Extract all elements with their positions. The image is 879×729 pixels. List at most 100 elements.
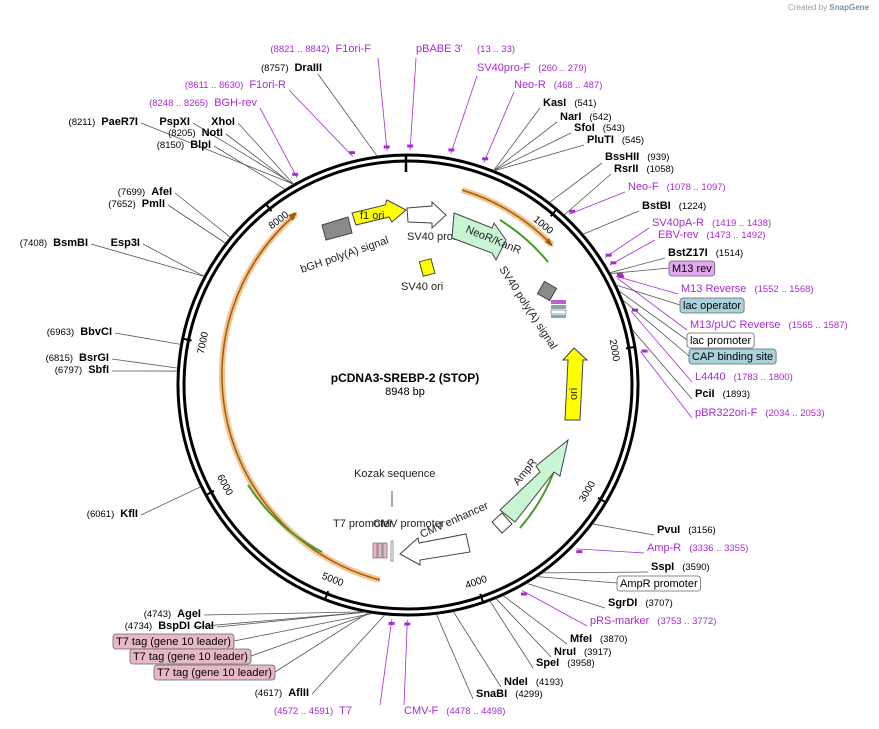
primer-mark-f1ori-f (383, 145, 390, 149)
site-agei[interactable]: AgeI (177, 608, 201, 620)
feature-neor[interactable]: NeoR/KanR (451, 212, 523, 262)
primer-leader-prs-marker (521, 590, 588, 627)
site-clai[interactable]: ClaI (194, 620, 214, 632)
primer-neo-f[interactable]: Neo-F (628, 181, 659, 193)
site-blpi[interactable]: BlpI (190, 139, 211, 151)
site-bbvci[interactable]: BbvCI (80, 326, 112, 338)
site-rsrii[interactable]: RsrII (614, 163, 638, 175)
badge-t7-tag-gene-10-leader-6[interactable]: T7 tag (gene 10 leader) (129, 648, 252, 665)
badge-label: T7 tag (gene 10 leader) (157, 667, 272, 679)
primer-mark-ebv-rev (610, 261, 617, 265)
primer-m13-reverse[interactable]: M13 Reverse (681, 283, 746, 295)
site-xhoi[interactable]: XhoI (211, 116, 235, 128)
site-afei[interactable]: AfeI (151, 186, 172, 198)
primer-pos-pbabe-3: (13 .. 33) (477, 44, 515, 55)
primer-pbabe-3[interactable]: pBABE 3' (416, 43, 463, 55)
site-bstbi[interactable]: BstBI (642, 200, 671, 212)
site-pluti[interactable]: PluTI (587, 134, 614, 146)
primer-sv40pro-f[interactable]: SV40pro-F (477, 62, 530, 74)
primer-l4440[interactable]: L4440 (695, 371, 726, 383)
feature-cmv-enhancer[interactable]: CMV enhancer (399, 500, 491, 566)
site-pcii[interactable]: PciI (695, 388, 715, 400)
primer-t7[interactable]: T7 (339, 705, 352, 717)
site-snabi[interactable]: SnaBI (476, 688, 507, 700)
site-bspdi[interactable]: BspDI (158, 620, 190, 632)
primer-leader-neo-f (569, 191, 626, 215)
site-nrui[interactable]: NruI (554, 646, 576, 658)
site-pspxi[interactable]: PspXI (159, 116, 190, 128)
site-pos-paer7i: (8211) (69, 117, 96, 128)
badge-t7-tag-gene-10-leader-7[interactable]: T7 tag (gene 10 leader) (153, 664, 276, 681)
badge-lac-operator-1[interactable]: lac operator (679, 297, 745, 314)
feature-bgh-polya[interactable]: bGH poly(A) signal (299, 216, 390, 276)
feature-ampr-promoter[interactable] (491, 512, 513, 534)
site-pos-bsmbi: (7408) (20, 238, 47, 249)
primer-amp-r[interactable]: Amp-R (647, 542, 681, 554)
site-kasi[interactable]: KasI (543, 97, 566, 109)
badge-leader (233, 612, 374, 642)
badge-lac-promoter-2[interactable]: lac promoter (686, 332, 755, 349)
site-spei[interactable]: SpeI (536, 657, 559, 669)
site-sbfi[interactable]: SbfI (88, 364, 109, 376)
tick-mark-2000 (625, 345, 636, 350)
site-pmli[interactable]: PmlI (142, 198, 165, 210)
site-leader-mfei (502, 595, 568, 645)
site-mfei[interactable]: MfeI (570, 633, 592, 645)
site-bsmbi[interactable]: BsmBI (53, 237, 88, 249)
site-kfli[interactable]: KflI (120, 508, 138, 520)
site-bsrgi[interactable]: BsrGI (79, 352, 109, 364)
site-sgrdi[interactable]: SgrDI (608, 597, 637, 609)
feature-sv40-polya[interactable]: SV40 poly(A) signal (496, 264, 559, 352)
site-leader-esp3i (142, 243, 205, 277)
feature-t7-cluster[interactable] (372, 540, 394, 562)
site-aflii[interactable]: AflII (288, 687, 309, 699)
site-bstz17i[interactable]: BstZ17I (668, 247, 708, 259)
primer-ebv-rev[interactable]: EBV-rev (658, 229, 699, 241)
site-bsshii[interactable]: BssHII (605, 151, 639, 163)
site-sfoi[interactable]: SfoI (574, 122, 595, 134)
badge-leader (618, 290, 688, 341)
primer-mark-pbr322ori-f (641, 349, 648, 353)
badge-leader (536, 576, 618, 584)
site-paer7i[interactable]: PaeR7I (101, 116, 138, 128)
badge-cap-binding-site-3[interactable]: CAP binding site (688, 348, 777, 365)
feature-sv40-ori[interactable]: SV40 ori (401, 258, 443, 293)
primer-bgh-rev[interactable]: BGH-rev (214, 97, 257, 109)
badge-m13-rev-0[interactable]: M13 rev (668, 260, 716, 277)
primer-neo-r[interactable]: Neo-R (514, 79, 546, 91)
primer-pbr322ori-f[interactable]: pBR322ori-F (695, 407, 758, 419)
primer-leader-bgh-rev (259, 107, 298, 179)
site-leader-aflii (311, 614, 386, 695)
feature-lac-cluster[interactable] (550, 300, 567, 318)
primer-pos-pbr322ori-f: (2034 .. 2053) (765, 408, 824, 419)
backbone-inner (182, 159, 634, 611)
site-pos-aflii: (4617) (255, 688, 282, 699)
badge-t7-tag-gene-10-leader-5[interactable]: T7 tag (gene 10 leader) (112, 633, 235, 650)
plasmid-size: 8948 bp (385, 386, 425, 398)
site-leader-pvui (592, 523, 655, 536)
site-draiii[interactable]: DraIII (294, 62, 322, 74)
feature-f1-ori[interactable]: f1 ori (351, 199, 407, 226)
feature-ori[interactable]: ori (561, 347, 589, 421)
primer-prs-marker[interactable]: pRS-marker (590, 615, 650, 627)
site-leader-spei (489, 600, 534, 669)
site-leader-agei (203, 611, 365, 616)
site-pvui[interactable]: PvuI (657, 524, 680, 536)
tick-mark-4000 (479, 593, 485, 604)
site-nari[interactable]: NarI (560, 111, 581, 123)
site-sspi[interactable]: SspI (651, 561, 674, 573)
site-leader-nrui (495, 598, 552, 658)
primer-sv40pa-r[interactable]: SV40pA-R (652, 217, 704, 229)
primer-f1ori-f[interactable]: F1ori-F (336, 43, 372, 55)
site-pos-kasi: (541) (574, 98, 596, 109)
primer-cmv-f[interactable]: CMV-F (404, 705, 439, 717)
site-ndei[interactable]: NdeI (504, 676, 528, 688)
site-leader-sgrdi (526, 582, 606, 609)
site-leader-ndei (452, 611, 502, 688)
primer-f1ori-r[interactable]: F1ori-R (249, 79, 286, 91)
site-noti[interactable]: NotI (202, 127, 223, 139)
site-esp3i[interactable]: Esp3I (111, 237, 140, 249)
primer-m13-puc-reverse[interactable]: M13/pUC Reverse (690, 319, 780, 331)
badge-ampr-promoter-4[interactable]: AmpR promoter (616, 575, 702, 592)
